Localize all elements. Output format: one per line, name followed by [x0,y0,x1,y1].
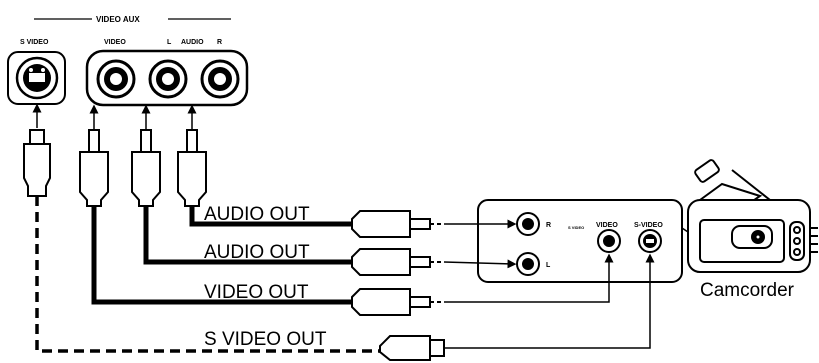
l-jack-label: L [167,39,172,46]
device-audio-l-jack [516,252,540,276]
audio-l-cable [143,206,352,265]
audio-l-input-jack [148,59,188,99]
video-out-label: VIDEO OUT [204,282,309,303]
rca-input-jacks [85,49,249,107]
camcorder-illustration [687,159,818,273]
rca-plug-audio-l-left [131,129,161,207]
svideo-plug-left [23,129,51,197]
device-svideo-jack [638,229,662,253]
device-svideo-small-label: S VIDEO [568,225,584,230]
device-video-label: VIDEO [596,222,618,229]
r-jack-label: R [217,39,222,46]
audio-r-cable [189,206,352,227]
device-connector-panel: R L S VIDEO VIDEO S-VIDEO [477,199,683,283]
rca-plug-audio-r-right [351,210,444,238]
panel-title: VIDEO AUX [96,15,140,24]
svideo-jack-label: S VIDEO [20,39,49,46]
device-l-label: L [546,262,551,269]
audio-r-input-jack [200,59,240,99]
rca-plug-audio-l-right [351,248,444,276]
panel-title-group: VIDEO AUX [34,15,231,24]
svideo-out-label: S VIDEO OUT [204,329,327,350]
video-input-jack [96,59,136,99]
video-cable [91,206,352,305]
audio-out-label-1: AUDIO OUT [204,204,310,225]
rca-plug-audio-r-left [177,129,207,207]
device-r-label: R [546,222,551,229]
audio-jack-label: AUDIO [181,39,204,46]
device-audio-r-jack [516,212,540,236]
device-svideo-label: S-VIDEO [634,222,663,229]
video-jack-label: VIDEO [104,39,126,46]
svideo-cable [35,196,380,353]
rca-plug-video-left [79,129,109,207]
rca-plug-video-right [351,288,444,316]
audio-out-label-2: AUDIO OUT [204,242,310,263]
svideo-plug-right [379,335,445,361]
device-video-jack [597,229,621,253]
camcorder-label: Camcorder [700,280,795,301]
svideo-input-jack [7,51,66,105]
